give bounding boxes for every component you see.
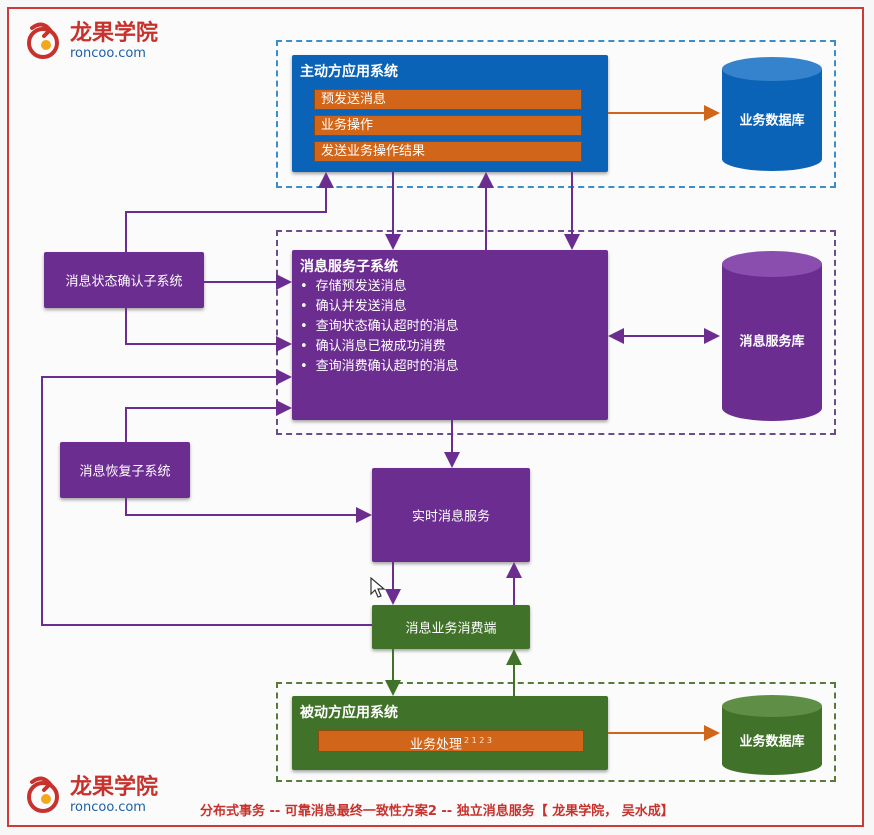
message-db: 消息服务库 [720, 248, 824, 424]
roncoo-logo-icon [27, 22, 59, 59]
arrow-status-to-service-2 [125, 308, 292, 352]
brand-cn: 龙果学院 [70, 774, 159, 800]
step-business-process-label: 业务处理 [409, 737, 462, 753]
recovery-label: 消息恢复子系统 [79, 464, 171, 480]
business-db-bottom: 业务数据库 [720, 694, 824, 778]
roncoo-logo-icon [27, 776, 59, 813]
feature-item: 查询状态确认超时的消息 [300, 317, 459, 337]
footer-caption: 分布式事务 -- 可靠消息最终一致性方案2 -- 独立消息服务【 龙果学院， 吴… [200, 804, 674, 819]
message-service-features: 存储预发送消息 确认并发送消息 查询状态确认超时的消息 确认消息已被成功消费 查… [300, 277, 459, 377]
logo-top: 龙果学院 roncoo.com [20, 18, 158, 64]
active-system-group [276, 40, 836, 188]
realtime-service-box: 实时消息服务 [372, 468, 530, 562]
business-db-bottom-icon [722, 695, 822, 775]
consumer-label: 消息业务消费端 [405, 621, 497, 637]
status-confirm-label: 消息状态确认子系统 [65, 274, 183, 290]
active-system-box: 主动方应用系统 预发送消息 业务操作 发送业务操作结果 [292, 55, 608, 172]
arrow-recovery-to-service [125, 400, 292, 442]
feature-item: 确认并发送消息 [300, 297, 459, 317]
step-pre-send: 预发送消息 [314, 89, 582, 110]
business-db-top-icon [722, 57, 822, 171]
logo-bottom: 龙果学院 roncoo.com [20, 772, 158, 818]
step-business-op: 业务操作 [314, 115, 582, 136]
passive-system-title: 被动方应用系统 [300, 705, 398, 721]
brand-en: roncoo.com [70, 45, 146, 61]
feature-item: 查询消费确认超时的消息 [300, 357, 459, 377]
message-service-title: 消息服务子系统 [300, 259, 398, 275]
consumer-box: 消息业务消费端 [372, 605, 530, 649]
message-db-icon [722, 251, 822, 421]
business-db-top: 业务数据库 [720, 55, 824, 175]
message-service-box: 消息服务子系统 存储预发送消息 确认并发送消息 查询状态确认超时的消息 确认消息… [292, 250, 608, 420]
feature-item: 存储预发送消息 [300, 277, 459, 297]
brand-en: roncoo.com [70, 799, 146, 815]
recovery-box: 消息恢复子系统 [60, 442, 190, 498]
arrow-consumer-to-service [41, 369, 372, 626]
message-db-label: 消息服务库 [739, 334, 805, 350]
business-db-bottom-label: 业务数据库 [739, 734, 805, 750]
active-system-title: 主动方应用系统 [300, 64, 398, 80]
message-service-group [276, 230, 836, 435]
mouse-cursor-icon [370, 577, 386, 598]
arrow-recovery-to-realtime [125, 498, 372, 523]
feature-item: 确认消息已被成功消费 [300, 337, 459, 357]
arrow-status-to-active [125, 172, 334, 252]
step-superscript: 2 1 2 3 [464, 736, 492, 745]
brand-cn: 龙果学院 [70, 20, 159, 46]
step-send-result: 发送业务操作结果 [314, 141, 582, 162]
passive-system-group [276, 682, 836, 782]
business-db-top-label: 业务数据库 [739, 113, 805, 129]
status-confirm-box: 消息状态确认子系统 [44, 252, 204, 308]
realtime-service-label: 实时消息服务 [411, 509, 490, 525]
